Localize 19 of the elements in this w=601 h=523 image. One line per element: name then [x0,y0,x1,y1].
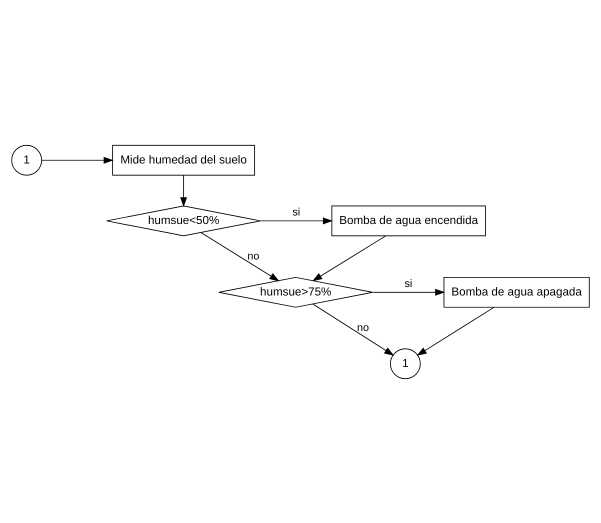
node-box: Mide humedad del suelo [112,144,256,176]
arrow [312,235,386,281]
node-box: Bomba de agua apagada [444,276,590,308]
node-diamond: humsue<50% [106,205,261,236]
arrow [312,303,394,356]
node-circle: 1 [11,144,42,176]
arrow [41,156,114,164]
edge-label: no [356,321,369,334]
node-box: Bomba de agua encendida [331,205,486,236]
node-circle: 1 [390,348,421,379]
edge-label: si [404,277,412,290]
edge-label: si [292,206,300,218]
node-diamond: humsue>75% [218,276,374,308]
arrow [372,288,446,296]
arrow [260,216,333,224]
arrow [200,232,280,281]
arrow [416,306,494,356]
arrow [180,174,188,207]
edge-label: no [247,250,260,262]
